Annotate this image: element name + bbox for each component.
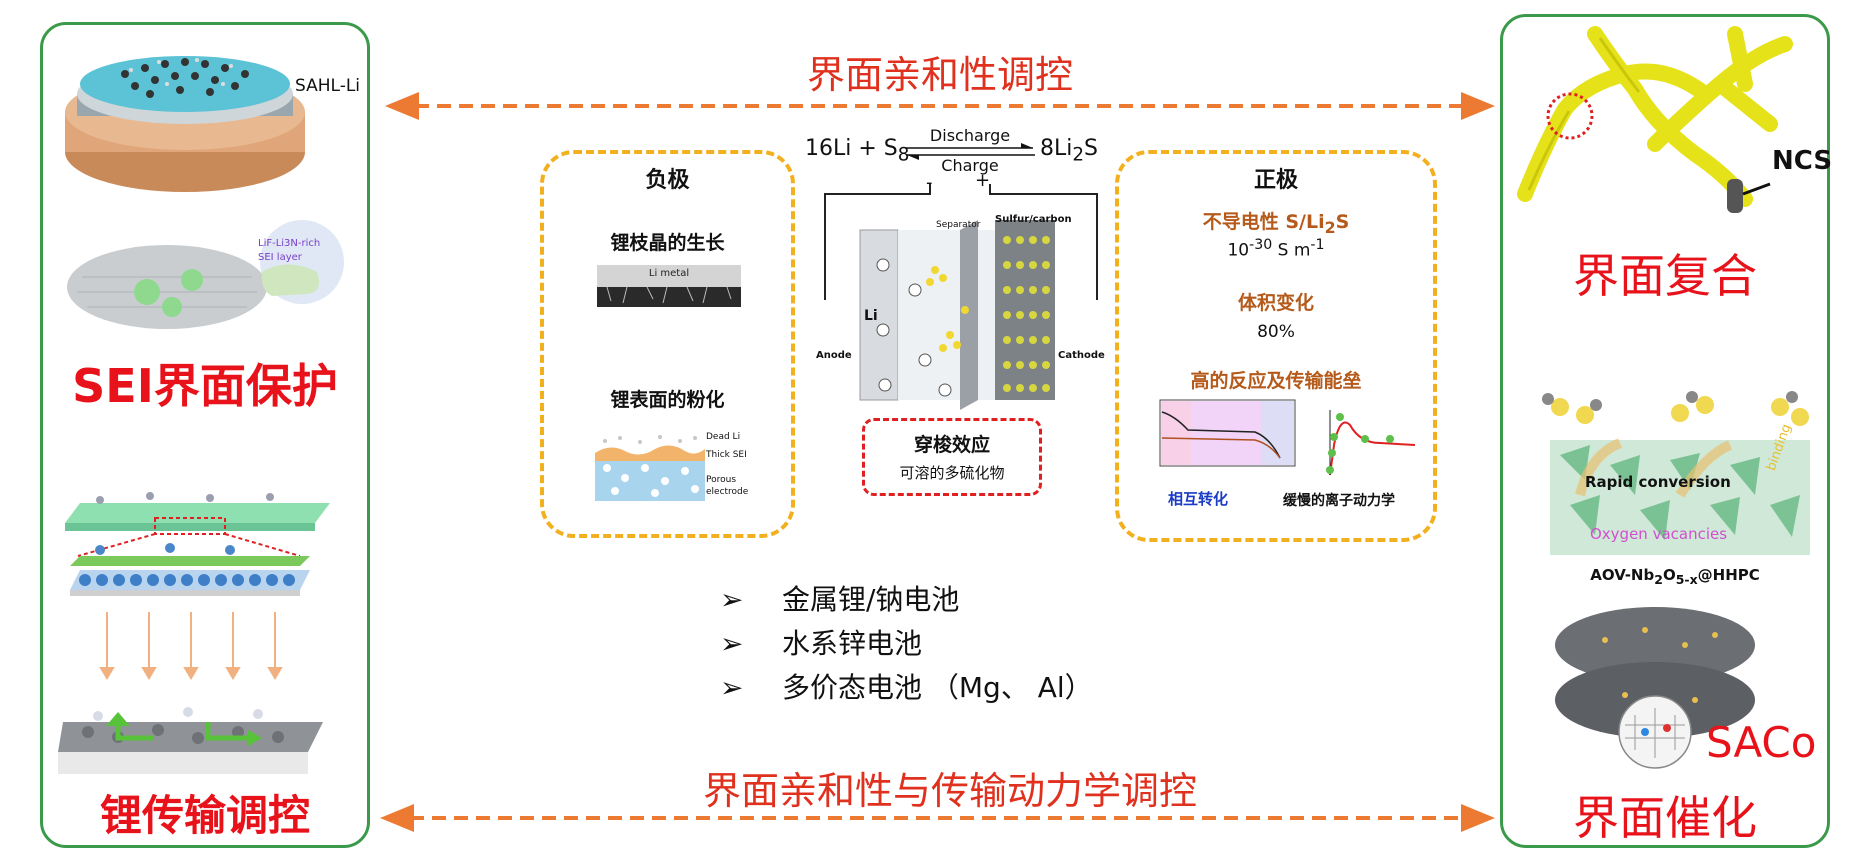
conductivity-value: 10-30 S m-1 [1227,237,1325,261]
sei-protection-title: SEI界面保护 [72,359,338,413]
interface-composite-title: 界面复合 [1573,249,1757,303]
li-transport-layers-image [65,492,330,596]
discharge-label: Discharge [929,126,1011,145]
pulverization-label: 锂表面的粉化 [610,389,725,411]
li-flux-arrows [99,612,283,680]
shuttle-effect-title: 穿梭效应 [913,434,990,456]
sahl-li-disc-image [65,56,305,192]
ncs-label: NCS [1772,146,1833,176]
reaction-equation-right: 8Li2S [1040,136,1099,166]
dendrite-growth-label: 锂枝晶的生长 [610,232,725,254]
porous-label: Porous [706,475,737,485]
shuttle-effect-box [862,418,1042,496]
energy-barrier-label: 高的反应及传输能垒 [1190,370,1362,392]
ncs-network-image [1517,26,1793,213]
plus-terminal: + [975,170,991,191]
sei-particle-image [67,220,344,329]
anode-box [540,150,795,538]
bullet-item-3: ➢多价态电池 （Mg、 Al） [720,671,1093,704]
aov-nb2o5-image [1542,391,1810,555]
slow-kinetics-label: 缓慢的离子动力学 [1283,493,1395,509]
lif-sei-label-2: SEI layer [258,252,302,263]
sahl-li-label: SAHL-Li [295,76,361,96]
equilibrium-arrows [905,143,1035,160]
li-metal-label: Li metal [648,268,690,279]
bullet-arrow-icon: ➢ [720,583,744,616]
lif-sei-label-1: LiF-Li3N-rich [258,238,321,249]
top-arrow-label: 界面亲和性调控 [806,53,1073,97]
volume-value: 80% [1257,322,1295,342]
cathode-box [1115,150,1437,542]
volume-change-label: 体积变化 [1237,292,1314,314]
anode-label: Anode [816,350,852,361]
li-deposition-surface-image [58,707,323,774]
interface-catalysis-title: 界面催化 [1573,791,1757,845]
saco-catalyst-image [1555,607,1755,769]
li-transport-title: 锂传输调控 [99,791,310,840]
aov-nb2o5-label: AOV-Nb2O5-x@HHPC [1590,566,1760,587]
bullet-arrow-icon: ➢ [720,627,744,660]
voltage-profile-plot [1159,399,1296,467]
charge-label: Charge [941,156,999,175]
li-s-cell-diagram [824,184,1098,410]
mutual-conversion-label: 相互转化 [1168,490,1229,508]
bottom-arrow-label: 界面亲和性与传输动力学调控 [702,769,1197,813]
cathode-label: Cathode [1058,350,1105,361]
soluble-polysulfide-label: 可溶的多硫化物 [899,464,1005,482]
dendrite-image [597,265,741,307]
bullet-item-2: ➢水系锌电池 [720,627,923,660]
cathode-title: 正极 [1253,168,1298,193]
anode-title: 负极 [645,168,690,193]
rapid-conversion-label: Rapid conversion [1585,473,1731,491]
right-panel [1500,14,1830,848]
sulfur-carbon-label: Sulfur/carbon [995,214,1072,225]
bottom-double-arrow [380,804,1495,832]
saco-label: SACo [1706,718,1817,767]
oxygen-vacancies-label: Oxygen vacancies [1590,525,1728,543]
separator-label: Separator [936,220,981,230]
electrode-label: electrode [706,487,749,497]
slow-kinetics-plot [1326,410,1416,476]
reaction-equation-left: 16Li + S8 [805,136,910,166]
bullet-item-1: ➢金属锂/钠电池 [720,583,960,616]
bullet-arrow-icon: ➢ [720,671,744,704]
dead-li-label: Dead Li [706,432,741,442]
left-panel [40,22,370,848]
li-electrode-label: Li [864,308,878,324]
non-conductive-label: 不导电性 S/Li2S [1202,211,1350,237]
top-double-arrow [385,92,1495,120]
pulverized-surface-image [595,435,705,501]
minus-terminal: - [926,172,933,193]
thick-sei-label: Thick SEI [706,450,747,460]
